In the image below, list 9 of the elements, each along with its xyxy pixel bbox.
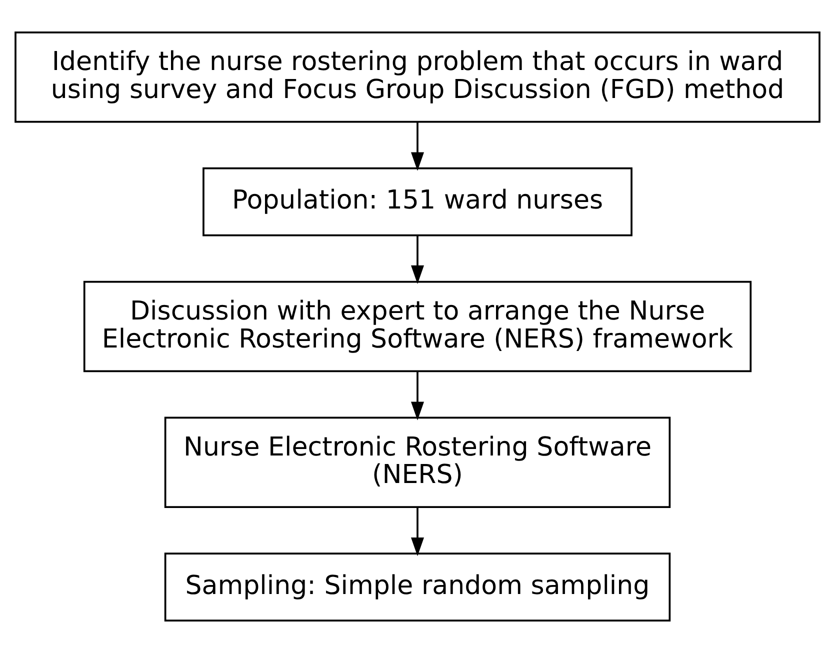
node-box: Population: 151 ward nurses bbox=[202, 167, 632, 236]
node-box: Discussion with expert to arrange the Nurse Electronic Rostering Software (NERS) framework bbox=[83, 280, 752, 372]
node-box: Sampling: Simple random sampling bbox=[164, 552, 671, 622]
arrow bbox=[410, 122, 424, 171]
arrow bbox=[410, 235, 424, 284]
node-box: Nurse Electronic Rostering Software (NERS) bbox=[164, 416, 671, 508]
arrow bbox=[410, 372, 424, 420]
node-box: Identify the nurse rostering problem that occurs in ward using survey and Focus Group Discussion (FGD) method bbox=[14, 32, 820, 123]
arrow bbox=[410, 507, 424, 556]
